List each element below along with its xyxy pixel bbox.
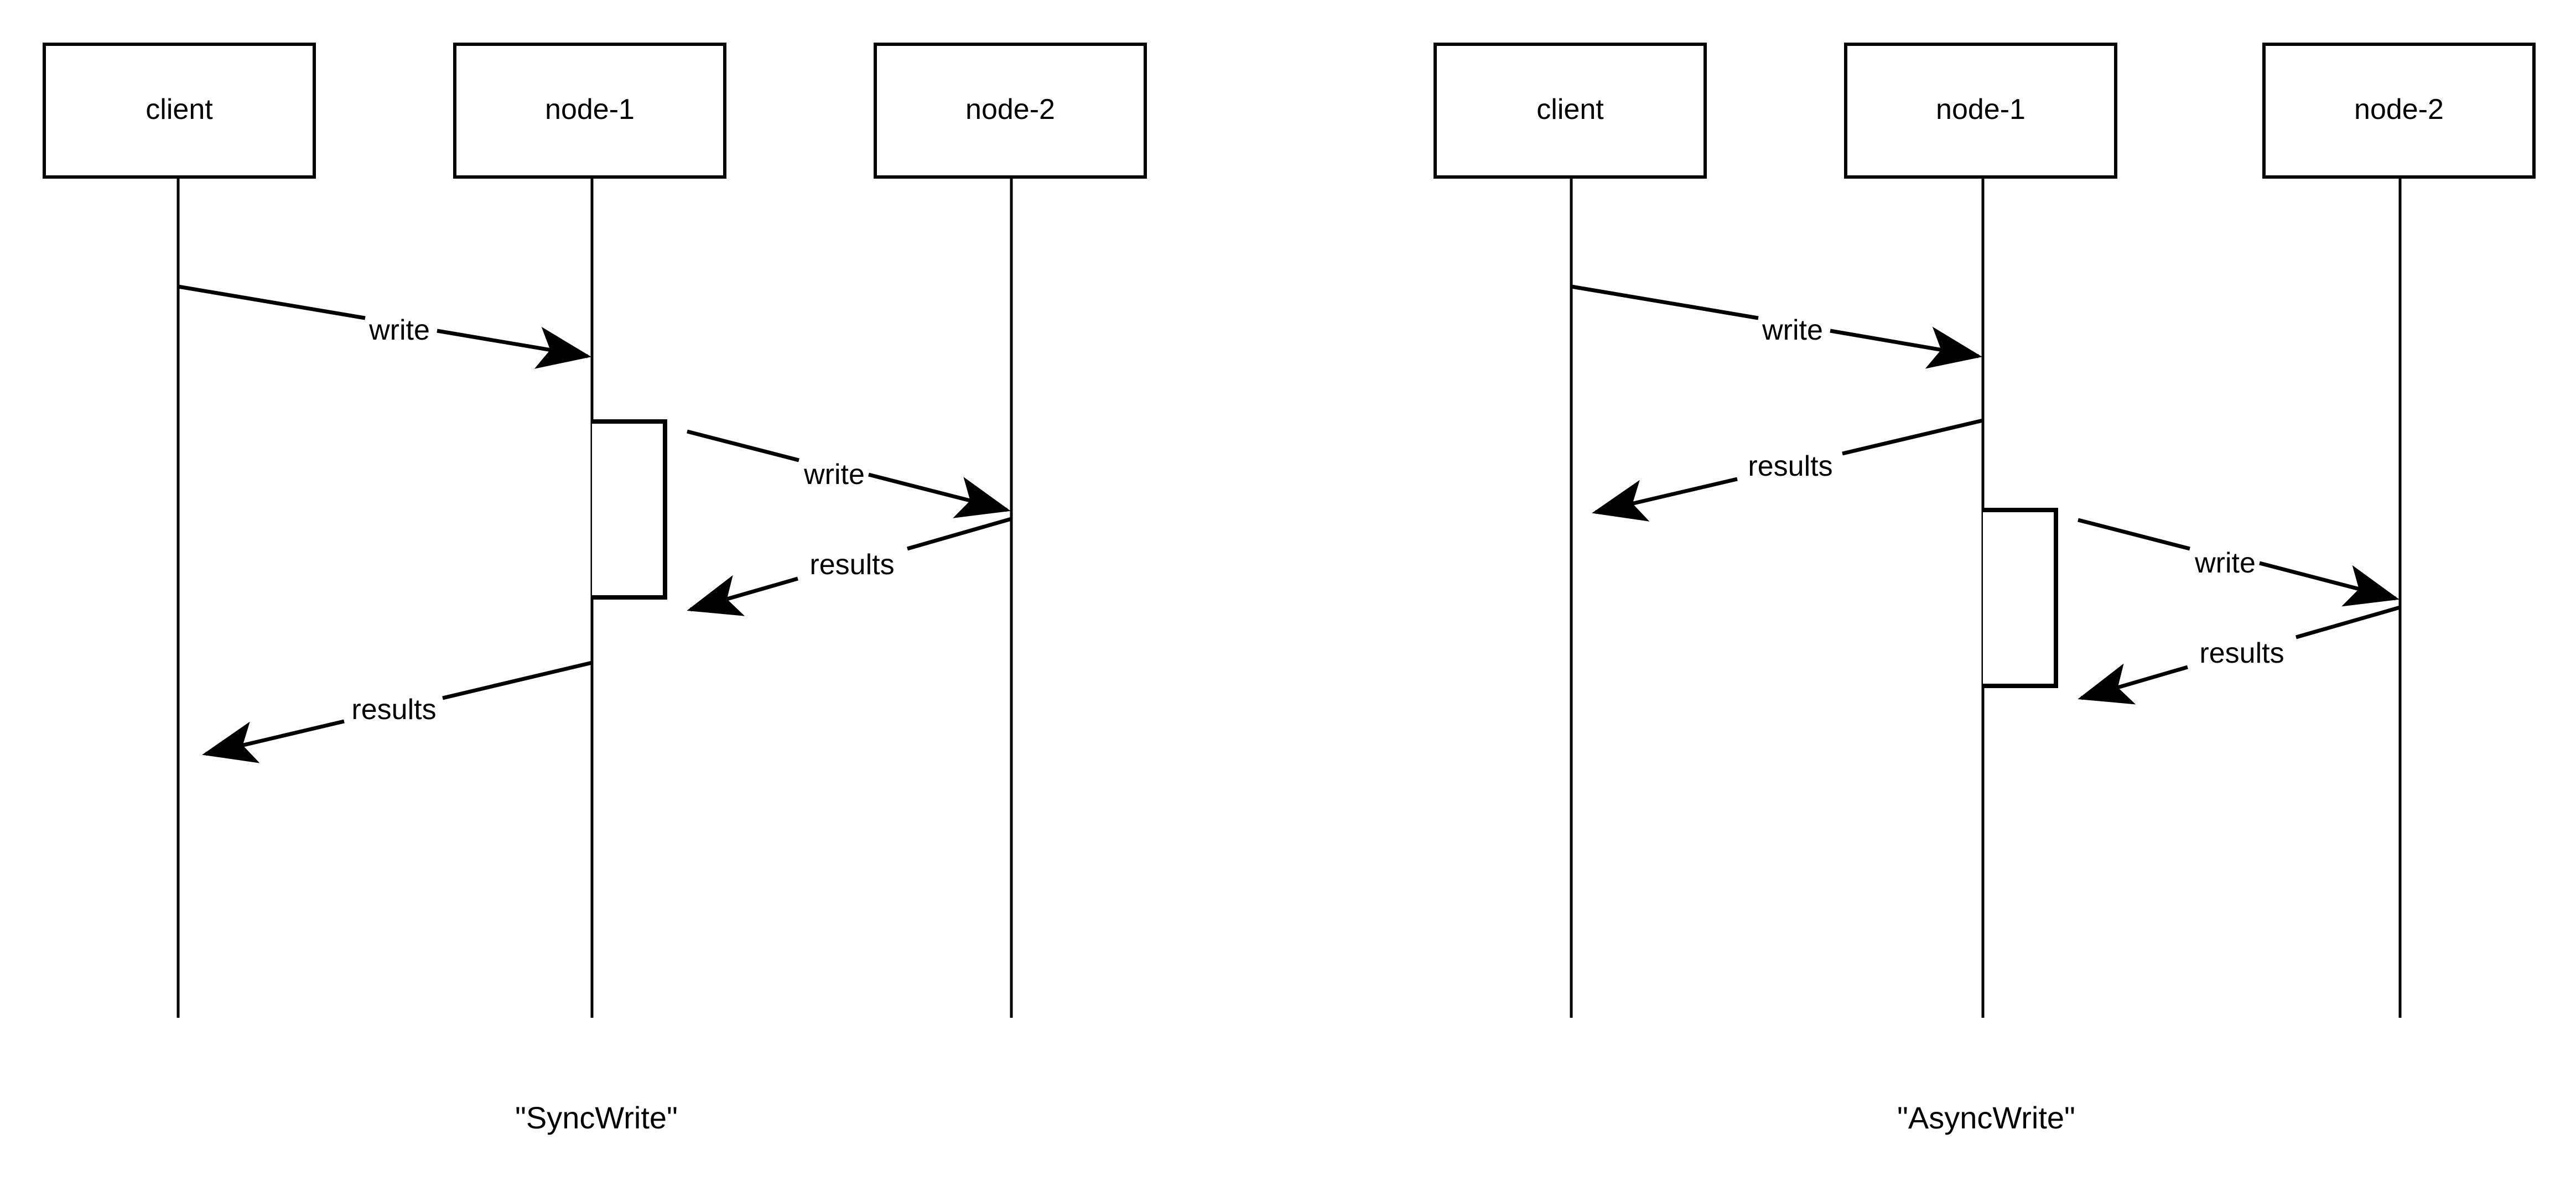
participant-node-2[interactable]: node-2	[874, 43, 1147, 1018]
message-line-segment	[1842, 418, 1983, 456]
message-label: results	[1748, 450, 1832, 482]
message-results-node-1-client[interactable]: results	[1592, 418, 1983, 522]
message-write-client-node-1[interactable]: write	[1571, 284, 1982, 369]
participant-node-1[interactable]: node-1	[453, 43, 726, 1018]
message-write-node-1-node-2[interactable]: write	[2078, 518, 2400, 607]
message-label: write	[803, 459, 865, 491]
message-label: results	[351, 694, 436, 726]
message-arrow	[2259, 561, 2400, 607]
message-results-node-2-node-1[interactable]: results	[687, 517, 1012, 616]
message-results-node-1-client[interactable]: results	[202, 660, 593, 763]
participant-box-node-2[interactable]	[874, 43, 1147, 179]
participant-label-node-1: node-1	[1936, 93, 2026, 126]
message-write-client-node-1[interactable]: write	[178, 284, 591, 369]
message-label: write	[2194, 547, 2256, 579]
message-line-segment	[1571, 284, 1759, 320]
participant-label-client: client	[146, 93, 213, 126]
participant-client[interactable]: client	[43, 43, 316, 1018]
participant-label-node-2: node-2	[2354, 93, 2444, 126]
message-line-segment	[178, 284, 366, 320]
message-label: results	[809, 549, 894, 581]
message-arrow	[1592, 477, 1738, 522]
diagram-caption-sync-write: "SyncWrite"	[515, 1100, 678, 1135]
message-arrow	[687, 575, 798, 616]
activation-bar-node-1	[1983, 508, 2058, 688]
participant-box-node-1[interactable]	[1844, 43, 2117, 179]
diagram-async-write: client node-1 node-2 write	[1434, 43, 2536, 1135]
message-line-segment	[2078, 518, 2190, 551]
participant-node-2[interactable]: node-2	[2262, 43, 2536, 1018]
participant-box-client[interactable]	[43, 43, 316, 179]
message-label: write	[1762, 314, 1823, 346]
participant-label-node-1: node-1	[545, 93, 635, 126]
message-label: results	[2199, 637, 2284, 669]
message-label: write	[368, 314, 430, 346]
message-arrow	[202, 719, 345, 763]
participant-client[interactable]: client	[1434, 43, 1707, 1018]
message-line-segment	[687, 429, 799, 462]
message-results-node-2-node-1[interactable]: results	[2078, 605, 2401, 705]
participant-box-node-2[interactable]	[2262, 43, 2536, 179]
message-arrow	[868, 472, 1011, 518]
message-line-segment	[442, 660, 593, 700]
participant-label-node-2: node-2	[965, 93, 1055, 126]
message-line-segment	[907, 517, 1012, 551]
message-arrow	[2078, 663, 2188, 705]
participant-box-node-1[interactable]	[453, 43, 726, 179]
diagram-sync-write: client node-1 node-2 write	[43, 43, 1147, 1135]
message-arrow	[437, 326, 591, 369]
activation-bar-node-1	[592, 419, 667, 600]
message-arrow	[1830, 326, 1982, 369]
message-line-segment	[2295, 605, 2401, 639]
participant-node-1[interactable]: node-1	[1844, 43, 2117, 1018]
message-write-node-1-node-2[interactable]: write	[687, 429, 1011, 518]
participant-label-client: client	[1536, 93, 1604, 126]
diagram-caption-async-write: "AsyncWrite"	[1897, 1100, 2075, 1135]
